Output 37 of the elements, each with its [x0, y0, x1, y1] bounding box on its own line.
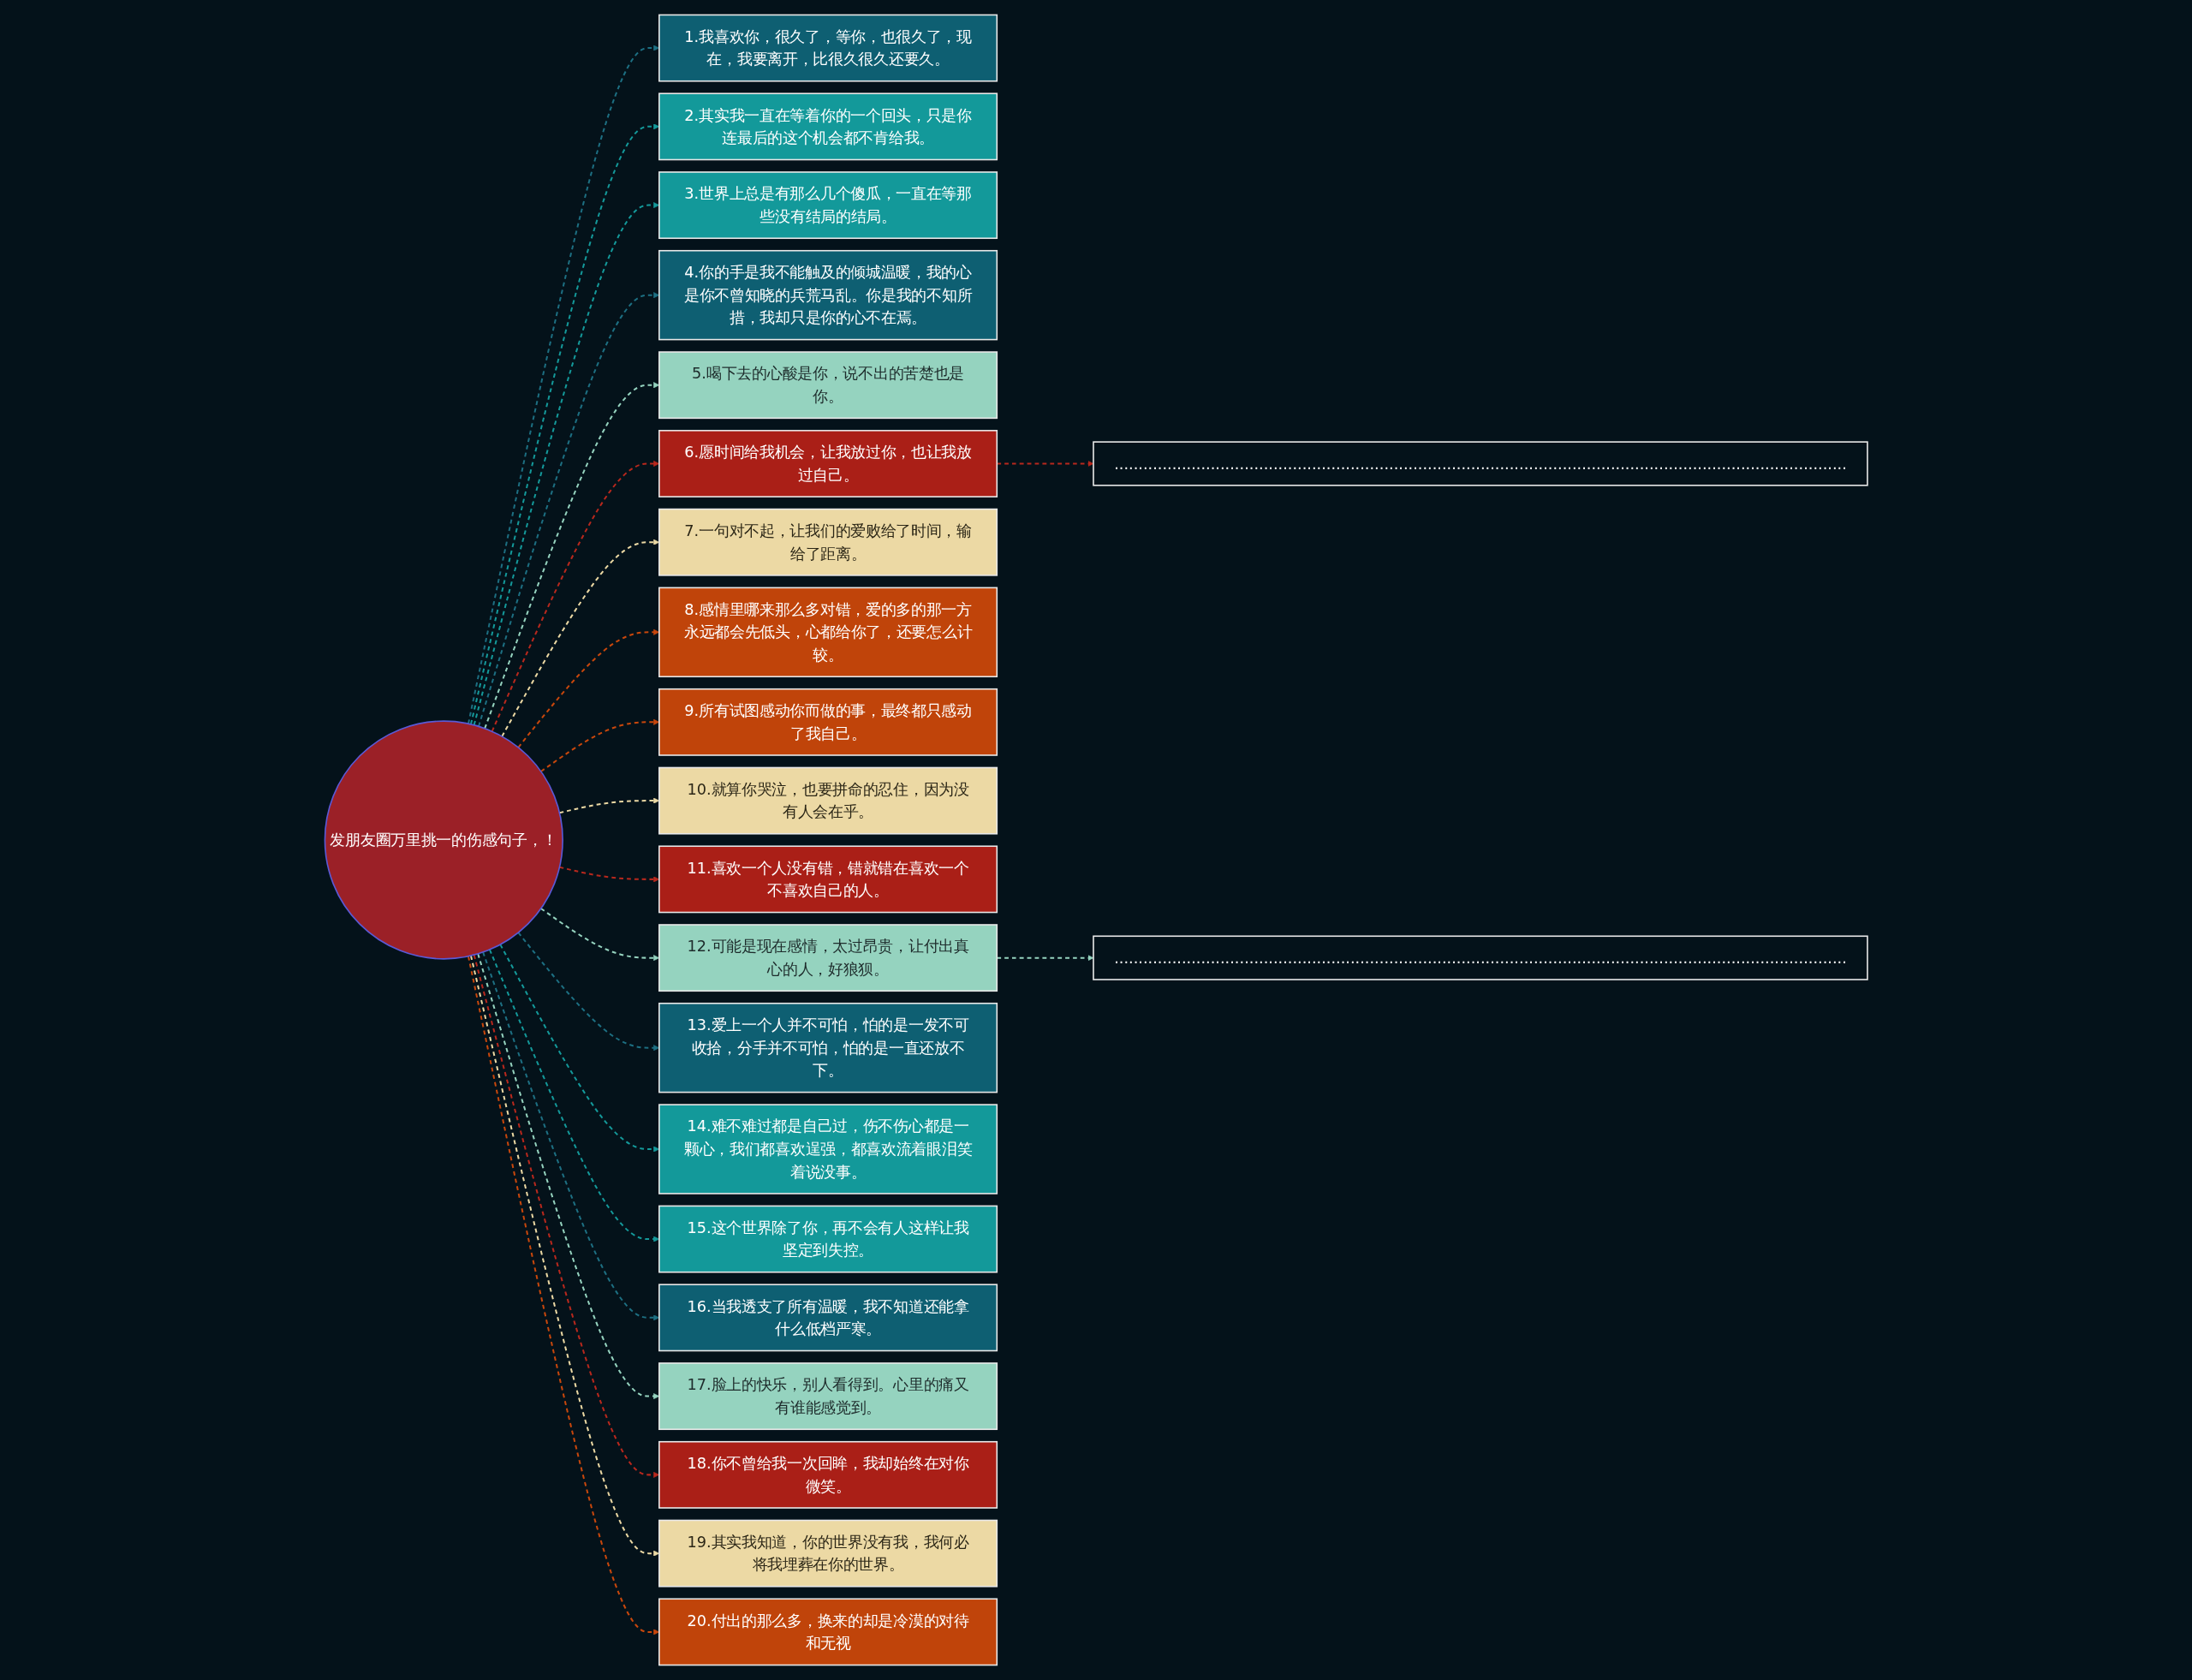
arrow: [488, 949, 659, 1242]
node-box: 14.难不难过都是自己过，伤不伤心都是一颗心，我们都喜欢逞强，都喜欢流着眼泪笑着说没事。: [658, 1104, 998, 1194]
node-box: 11.喜欢一个人没有错，错就错在喜欢一个不喜欢自己的人。: [658, 845, 998, 914]
arrow: [477, 953, 659, 1400]
node-box: 4.你的手是我不能触及的倾城温暖，我的心是你不曾知晓的兵荒马乱。你是我的不知所措，我却只是你的心不在焉。: [658, 249, 998, 341]
node-box: 12.可能是现在感情，太过昂贵，让付出真心的人，好狼狈。: [658, 924, 998, 992]
node-box: 3.世界上总是有那么几个傻瓜，一直在等那些没有结局的结局。: [658, 171, 998, 240]
node-box: 19.其实我知道，你的世界没有我，我何必将我埋葬在你的世界。: [658, 1519, 998, 1588]
arrow: [540, 718, 659, 772]
arrow: [517, 932, 659, 1051]
node-box: 5.喝下去的心酸是你，说不出的苦楚也是你。: [658, 351, 998, 420]
arrow: [499, 944, 659, 1153]
node-box: 17.脸上的快乐，别人看得到。心里的痛又有谁能感觉到。: [658, 1362, 998, 1431]
node-box: 6.愿时间给我机会，让我放过你，也让我放过自己。: [658, 430, 998, 497]
node-box: ........................................................................................................................................................: [1093, 441, 1868, 486]
arrow: [484, 382, 659, 729]
arrow: [559, 797, 659, 814]
node-box: 10.就算你哭泣，也要拼命的忍住，因为没有人会在乎。: [658, 766, 998, 835]
arrow: [482, 951, 659, 1321]
node-box: 8.感情里哪来那么多对错，爱的多的那一方永远都会先低头，心都给你了，还要怎么计较。: [658, 587, 998, 677]
arrow: [559, 866, 659, 883]
node-box: 7.一句对不起，让我们的爱败给了时间，输给了距离。: [658, 508, 998, 576]
node-box: 20.付出的那么多，换来的却是冷漠的对待和无视: [658, 1598, 998, 1666]
node-circle: 发朋友圈万里挑一的伤感句子，！: [324, 720, 563, 960]
arrow: [491, 460, 659, 732]
node-box: 16.当我透支了所有温暖，我不知道还能拿什么低档严寒。: [658, 1284, 998, 1352]
arrow: [517, 629, 659, 748]
arrow: [477, 292, 659, 727]
node-box: 18.你不曾给我一次回眸，我却始终在对你微笑。: [658, 1440, 998, 1509]
node-box: 2.其实我一直在等着你的一个回头，只是你连最后的这个机会都不肯给我。: [658, 92, 998, 161]
node-box: 15.这个世界除了你，再不会有人这样让我坚定到失控。: [658, 1205, 998, 1273]
node-box: 1.我喜欢你，很久了，等你，也很久了，现在，我要离开，比很久很久还要久。: [658, 14, 998, 82]
node-box: 9.所有试图感动你而做的事，最终都只感动了我自己。: [658, 688, 998, 756]
arrow: [540, 908, 659, 962]
node-box: 13.爱上一个人并不可怕，怕的是一发不可收拾，分手并不可怕，怕的是一直还放不下。: [658, 1002, 998, 1093]
arrow: [501, 539, 659, 737]
node-box: ........................................................................................................................................................: [1093, 935, 1868, 980]
